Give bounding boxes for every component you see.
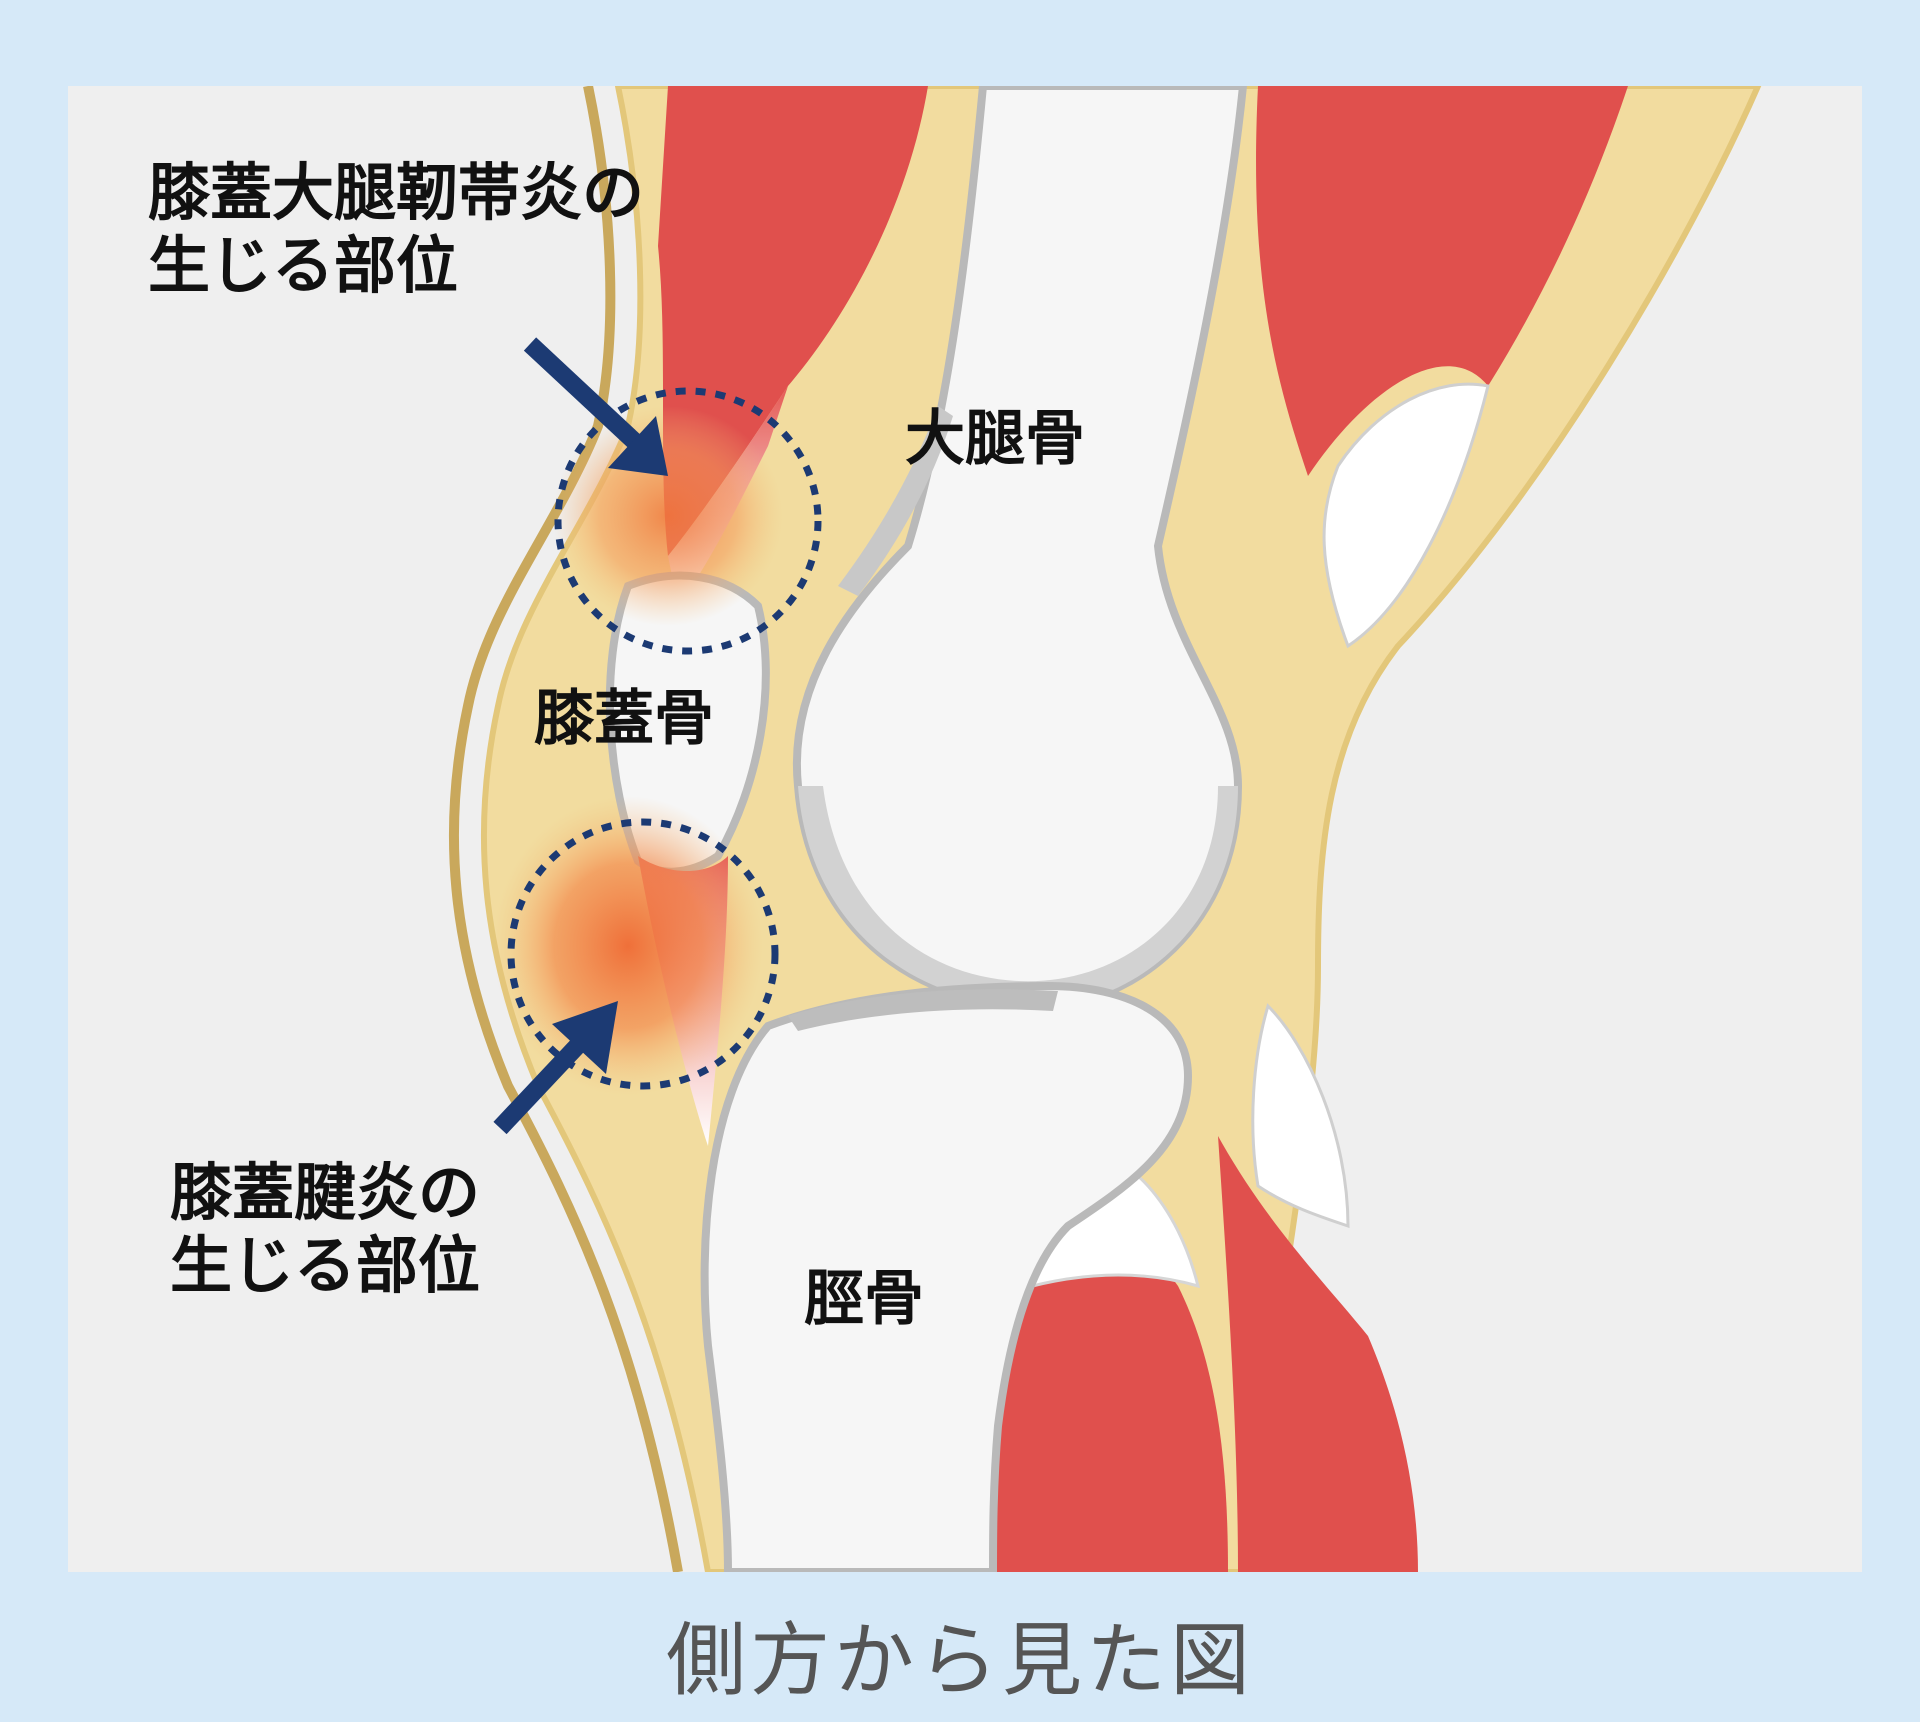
dashed-circle-lower [507, 818, 779, 1090]
figure-caption: 側方から見た図 [666, 1614, 1254, 1707]
inflammation-upper [553, 406, 783, 626]
callout-patellar-tendon: 膝蓋腱炎の 生じる部位 [170, 1156, 480, 1302]
label-femur: 大腿骨 [905, 404, 1085, 474]
callout-upper-line2: 生じる部位 [148, 229, 459, 303]
arrow-upper-icon [523, 337, 668, 476]
hamstring-tendon-upper [1322, 382, 1490, 649]
tibia [700, 981, 1193, 1572]
dashed-circle-upper [554, 387, 822, 655]
label-patella: 膝蓋骨 [534, 684, 714, 754]
femur-cartilage [798, 786, 1238, 1007]
callout-lower-line1: 膝蓋腱炎の [170, 1156, 481, 1229]
skin-outline [448, 86, 683, 1572]
inflammation-lower [493, 796, 763, 1096]
gastrocnemius-muscle [1218, 1136, 1418, 1572]
knee-anatomy-illustration [448, 86, 1762, 1572]
label-tibia: 脛骨 [804, 1264, 924, 1334]
knee-figure-panel: 膝蓋大腿靭帯炎の 生じる部位 膝蓋腱炎の 生じる部位 大腿骨 膝蓋骨 脛骨 [68, 86, 1862, 1572]
callout-upper-line1: 膝蓋大腿靭帯炎の [148, 156, 645, 229]
femur-anterior-line [838, 406, 953, 596]
callout-patellofemoral-ligament: 膝蓋大腿靭帯炎の 生じる部位 [148, 156, 644, 302]
arrow-lower-icon [493, 1001, 618, 1135]
soleus-muscle [962, 1237, 1228, 1572]
callout-lower-line2: 生じる部位 [170, 1229, 481, 1303]
hamstring-muscle-upper [1256, 86, 1628, 476]
meniscus [788, 989, 1058, 1031]
calf-tendon-lower [1251, 1003, 1350, 1229]
